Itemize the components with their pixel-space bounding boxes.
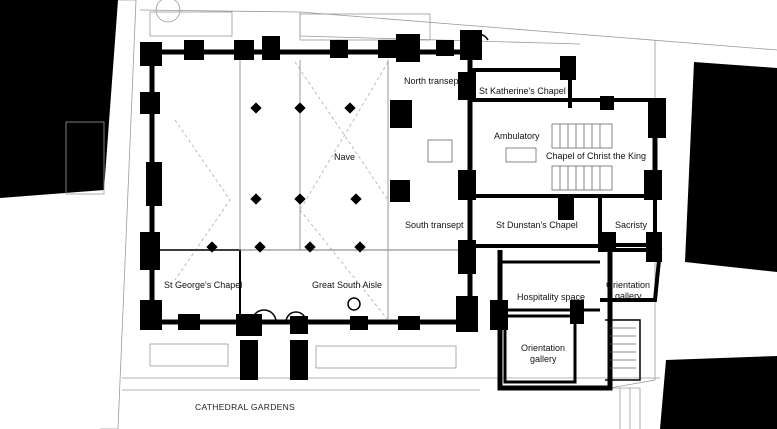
choir-stalls [427, 123, 613, 191]
label-orientation-gallery-right-1: Orientation [606, 280, 650, 290]
road-north [299, 11, 777, 51]
buttresses [140, 30, 666, 380]
east-strip [610, 387, 641, 429]
room-labels: North transept St Katherine's Chapel Amb… [164, 76, 650, 412]
label-ambulatory: Ambulatory [494, 131, 540, 141]
orientation-right-wall [600, 248, 663, 302]
label-st-katherines-chapel: St Katherine's Chapel [479, 86, 566, 96]
building-west [0, 0, 118, 198]
vault-lines [174, 61, 389, 321]
entrances [251, 33, 489, 323]
label-cathedral-gardens: CATHEDRAL GARDENS [195, 402, 295, 412]
north-court [149, 11, 233, 37]
planting-bed-2 [315, 345, 457, 369]
road-west [100, 0, 137, 429]
sacristy-wall [600, 194, 657, 247]
west-annex-outline [65, 121, 105, 195]
building-southeast [660, 356, 777, 429]
label-orientation-gallery-right-2: gallery [615, 291, 642, 301]
label-nave: Nave [334, 152, 355, 162]
annex-outer [497, 250, 613, 391]
label-sacristy: Sacristy [615, 220, 648, 230]
label-orientation-gallery-lower-2: gallery [530, 354, 557, 364]
label-orientation-gallery-lower-1: Orientation [521, 343, 565, 353]
planting-bed-1 [149, 343, 229, 367]
label-chapel-christ-the-king: Chapel of Christ the King [546, 151, 646, 161]
annex-inner [503, 314, 577, 384]
stair-block [605, 319, 641, 381]
stair-treads [610, 327, 636, 369]
label-great-south-aisle: Great South Aisle [312, 280, 382, 290]
label-st-dunstans-chapel: St Dunstan's Chapel [496, 220, 578, 230]
label-south-transept: South transept [405, 220, 464, 230]
nave-piers [206, 102, 366, 253]
north-boundary [139, 9, 581, 45]
label-st-georges-chapel: St George's Chapel [164, 280, 242, 290]
building-northeast [685, 62, 777, 272]
label-north-transept: North transept [404, 76, 462, 86]
tree [155, 0, 181, 23]
north-garden [299, 13, 431, 41]
label-hospitality-space: Hospitality space [517, 292, 585, 302]
